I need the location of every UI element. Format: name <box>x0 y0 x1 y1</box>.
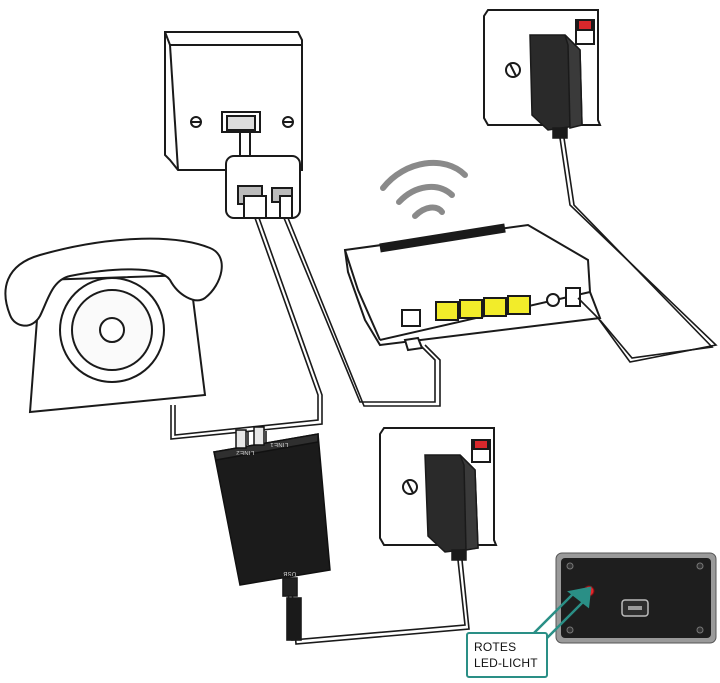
red-led-callout: ROTES LED-LICHT <box>466 632 548 678</box>
rotary-phone-icon <box>4 237 223 414</box>
callout-line-2: LED-LICHT <box>474 656 538 670</box>
splitter-cables <box>170 217 441 445</box>
line-adapter-device <box>213 426 331 586</box>
splitter-box <box>225 132 301 219</box>
adapter-port-label-2: LINE2 <box>236 449 255 455</box>
power-adapter-icon <box>529 34 583 139</box>
wifi-signal-icon <box>380 160 468 219</box>
callout-line-1: ROTES <box>474 640 517 654</box>
inset-panel <box>555 552 717 644</box>
power-adapter-icon-lower <box>424 454 479 561</box>
adapter-usb-label: USB <box>283 570 297 576</box>
phone-wall-socket <box>164 31 303 171</box>
router-power-cable <box>559 137 718 363</box>
router-icon <box>343 223 602 352</box>
adapter-port-label-1: LINE1 <box>270 441 289 447</box>
usb-cable-icon <box>282 559 470 645</box>
